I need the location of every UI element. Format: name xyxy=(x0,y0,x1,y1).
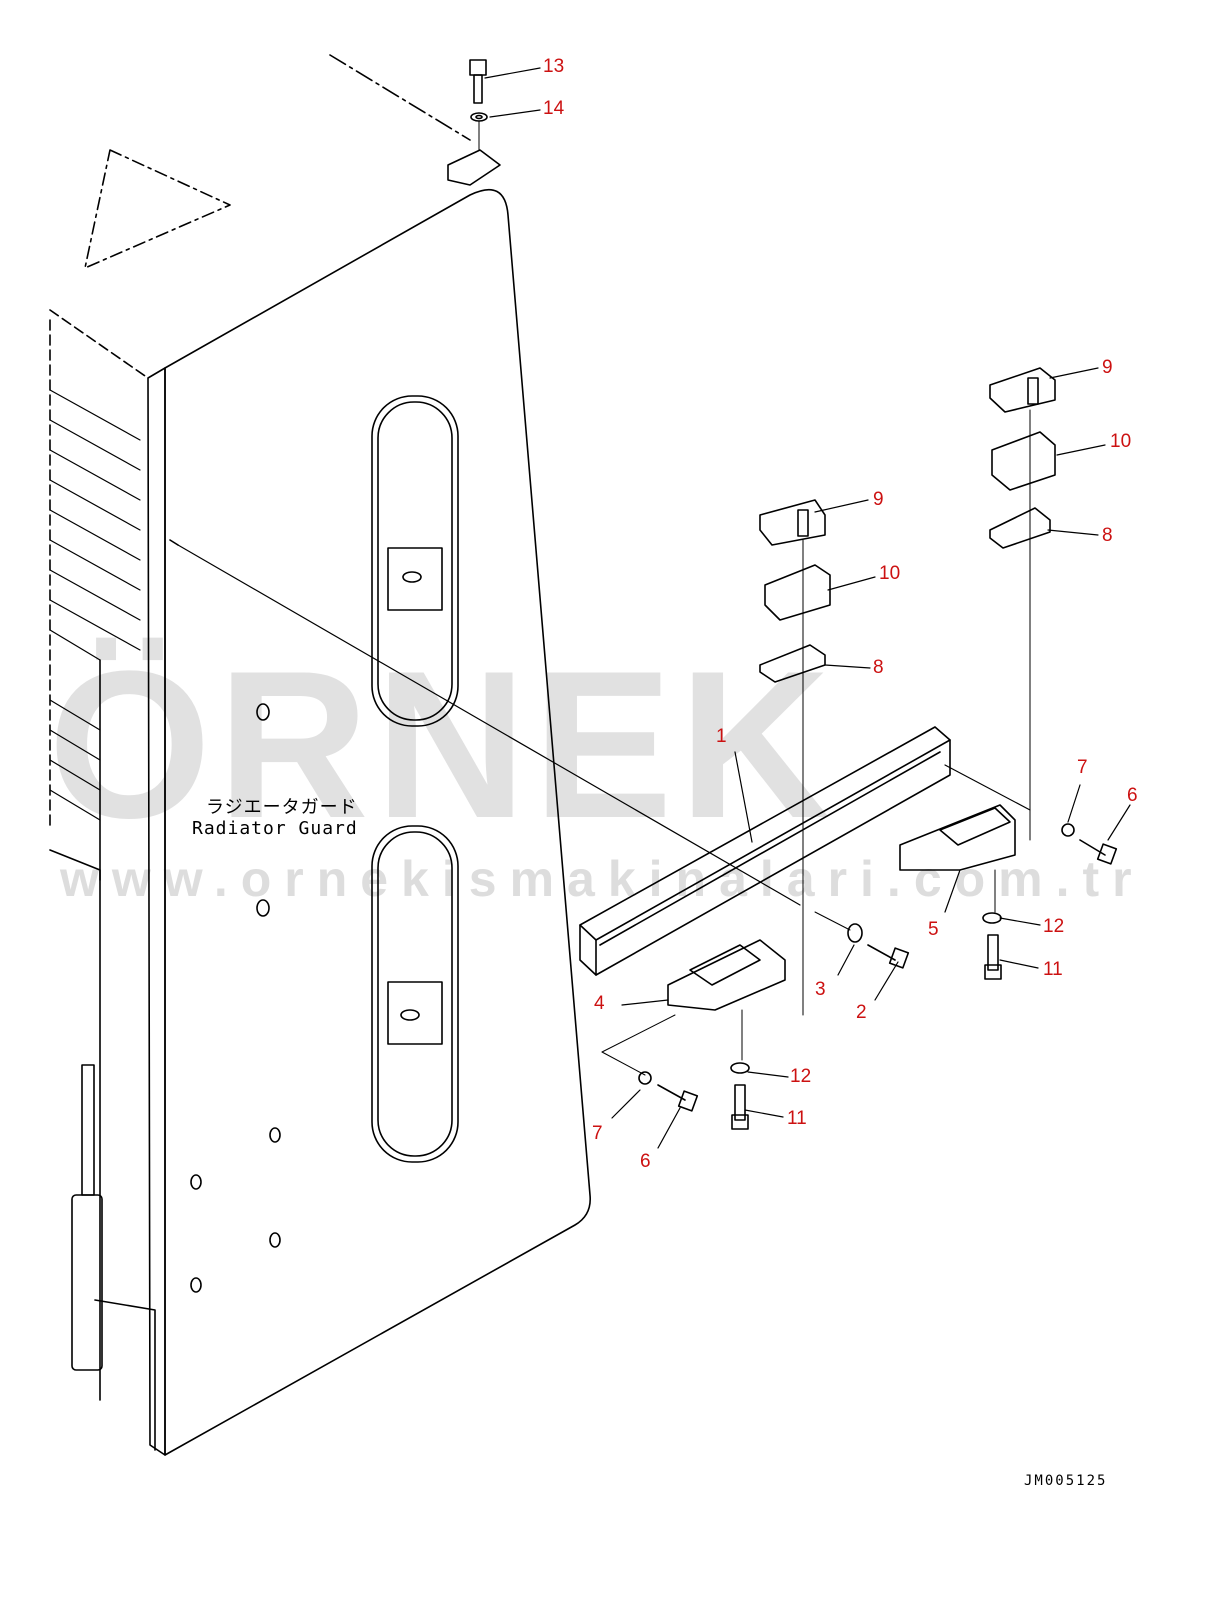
callout-12-left[interactable]: 12 xyxy=(790,1066,812,1087)
label-japanese: ラジエータガード xyxy=(206,797,358,818)
radiator-guard-panel xyxy=(49,54,1031,1456)
callout-11-left[interactable]: 11 xyxy=(787,1108,807,1129)
callout-10-left[interactable]: 10 xyxy=(879,563,901,584)
callout-6-right[interactable]: 6 xyxy=(1127,785,1138,806)
callout-11-right[interactable]: 11 xyxy=(1043,959,1063,980)
part-5-bracket xyxy=(899,804,1016,871)
callout-7-right[interactable]: 7 xyxy=(1077,757,1088,778)
part-1-crossbar xyxy=(579,726,951,976)
callout-3[interactable]: 3 xyxy=(815,979,826,1000)
leader-lines xyxy=(484,67,1131,1149)
callout-13[interactable]: 13 xyxy=(543,56,565,77)
part-4-bracket xyxy=(667,939,786,1011)
callout-8-right[interactable]: 8 xyxy=(1102,525,1113,546)
callout-4[interactable]: 4 xyxy=(594,993,605,1014)
callout-6-left[interactable]: 6 xyxy=(640,1151,651,1172)
callout-12-right[interactable]: 12 xyxy=(1043,916,1065,937)
callout-9-left[interactable]: 9 xyxy=(873,489,884,510)
callout-5[interactable]: 5 xyxy=(928,919,939,940)
label-english: Radiator Guard xyxy=(192,818,358,839)
callout-10-right[interactable]: 10 xyxy=(1110,431,1132,452)
bolt-13 xyxy=(469,59,488,151)
callout-2[interactable]: 2 xyxy=(856,1002,867,1023)
mount-stack-left xyxy=(759,499,831,1016)
mount-stack-right xyxy=(989,367,1056,841)
callout-8-left[interactable]: 8 xyxy=(873,657,884,678)
callout-9-right[interactable]: 9 xyxy=(1102,357,1113,378)
drawing-code: JM005125 xyxy=(1024,1473,1108,1489)
callout-14[interactable]: 14 xyxy=(543,98,565,119)
callout-7-left[interactable]: 7 xyxy=(592,1123,603,1144)
callout-1[interactable]: 1 xyxy=(716,726,727,747)
